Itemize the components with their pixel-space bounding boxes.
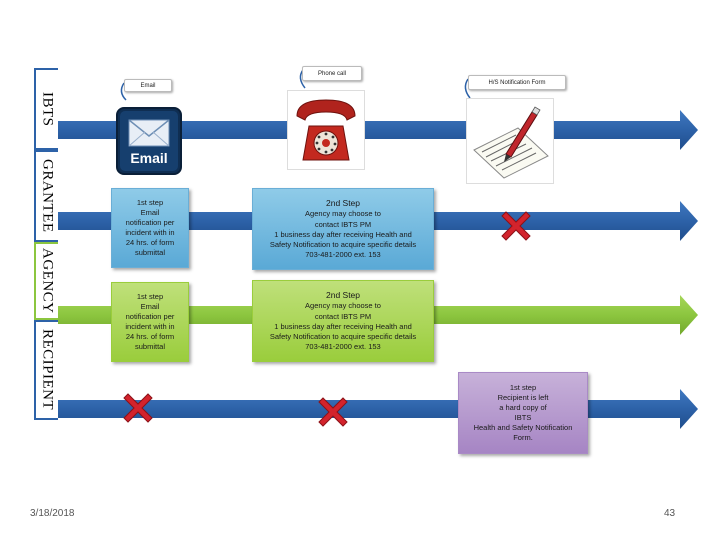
red-x-icon (501, 211, 531, 241)
grantee-step2-line: 703-481-2000 ext. 153 (305, 249, 381, 259)
agency-step1-line: Email (140, 301, 160, 311)
agency-step1-line: 1st step (136, 291, 164, 301)
agency-lane-label: AGENCY (36, 244, 58, 318)
ibts-lane-label: IBTS (36, 70, 58, 148)
email-icon: Email (115, 106, 183, 176)
grantee-step2-line: Agency may choose to (305, 209, 381, 219)
recipient-step1-box: 1st step Recipient is left a hard copy o… (458, 372, 588, 454)
phone-callout: Phone call (302, 66, 362, 81)
agency-step2-box: 2nd Step Agency may choose to contact IB… (252, 280, 434, 362)
agency-step2-line: Safety Notification to acquire specific … (269, 331, 417, 341)
grantee-step1-line: submittal (134, 248, 165, 258)
recipient-step1-line: Health and Safety Notification (473, 423, 573, 433)
recipient-lane-label: RECIPIENT (36, 322, 58, 418)
form-callout: H/S Notification Form (468, 75, 566, 90)
grantee-step2-box: 2nd Step Agency may choose to contact IB… (252, 188, 434, 270)
recipient-step1-line: Form. (513, 433, 533, 443)
recipient-step1-line: IBTS (514, 413, 532, 422)
svg-text:Email: Email (130, 150, 167, 166)
agency-step1-line: incident with in (125, 322, 175, 331)
grantee-step1-box: 1st step Email notification per incident… (111, 188, 189, 268)
email-callout: Email (124, 79, 172, 92)
telephone-icon (287, 90, 365, 170)
agency-step2-title: 2nd Step (325, 289, 361, 300)
grantee-step1-line: 1st step (136, 197, 164, 207)
grantee-step2-line: 1 business day after receiving Health an… (274, 229, 412, 239)
red-x-icon (318, 397, 348, 427)
grantee-step1-line: incident with in (125, 228, 175, 237)
agency-step1-line: 24 hrs. of form (125, 332, 175, 342)
agency-step2-line: 1 business day after receiving Health an… (274, 321, 412, 331)
notepad-pen-icon (466, 98, 554, 184)
grantee-step2-title: 2nd Step (325, 197, 361, 208)
recipient-step1-line: a hard copy of (499, 402, 547, 412)
recipient-step1-line: Recipient is left (497, 392, 549, 402)
agency-step2-line: Agency may choose to (305, 301, 381, 311)
agency-step2-line: contact IBTS PM (314, 311, 372, 321)
footer-date: 3/18/2018 (30, 508, 75, 519)
ibts-lane-arrow (58, 110, 698, 150)
grantee-step1-line: Email (140, 207, 160, 217)
agency-step1-box: 1st step Email notification per incident… (111, 282, 189, 362)
page-number: 43 (664, 508, 676, 519)
grantee-step1-line: 24 hrs. of form (125, 238, 175, 248)
agency-step2-line: 703-481-2000 ext. 153 (305, 341, 381, 351)
agency-step1-line: notification per (125, 311, 175, 321)
grantee-step1-line: notification per (125, 217, 175, 227)
grantee-step2-line: Safety Notification to acquire specific … (269, 239, 417, 249)
recipient-step1-line: 1st step (509, 382, 537, 392)
recipient-lane-arrow (58, 389, 698, 429)
grantee-lane-label: GRANTEE (36, 152, 58, 240)
red-x-icon (123, 393, 153, 423)
grantee-step2-line: contact IBTS PM (314, 219, 372, 229)
agency-step1-line: submittal (134, 342, 165, 352)
